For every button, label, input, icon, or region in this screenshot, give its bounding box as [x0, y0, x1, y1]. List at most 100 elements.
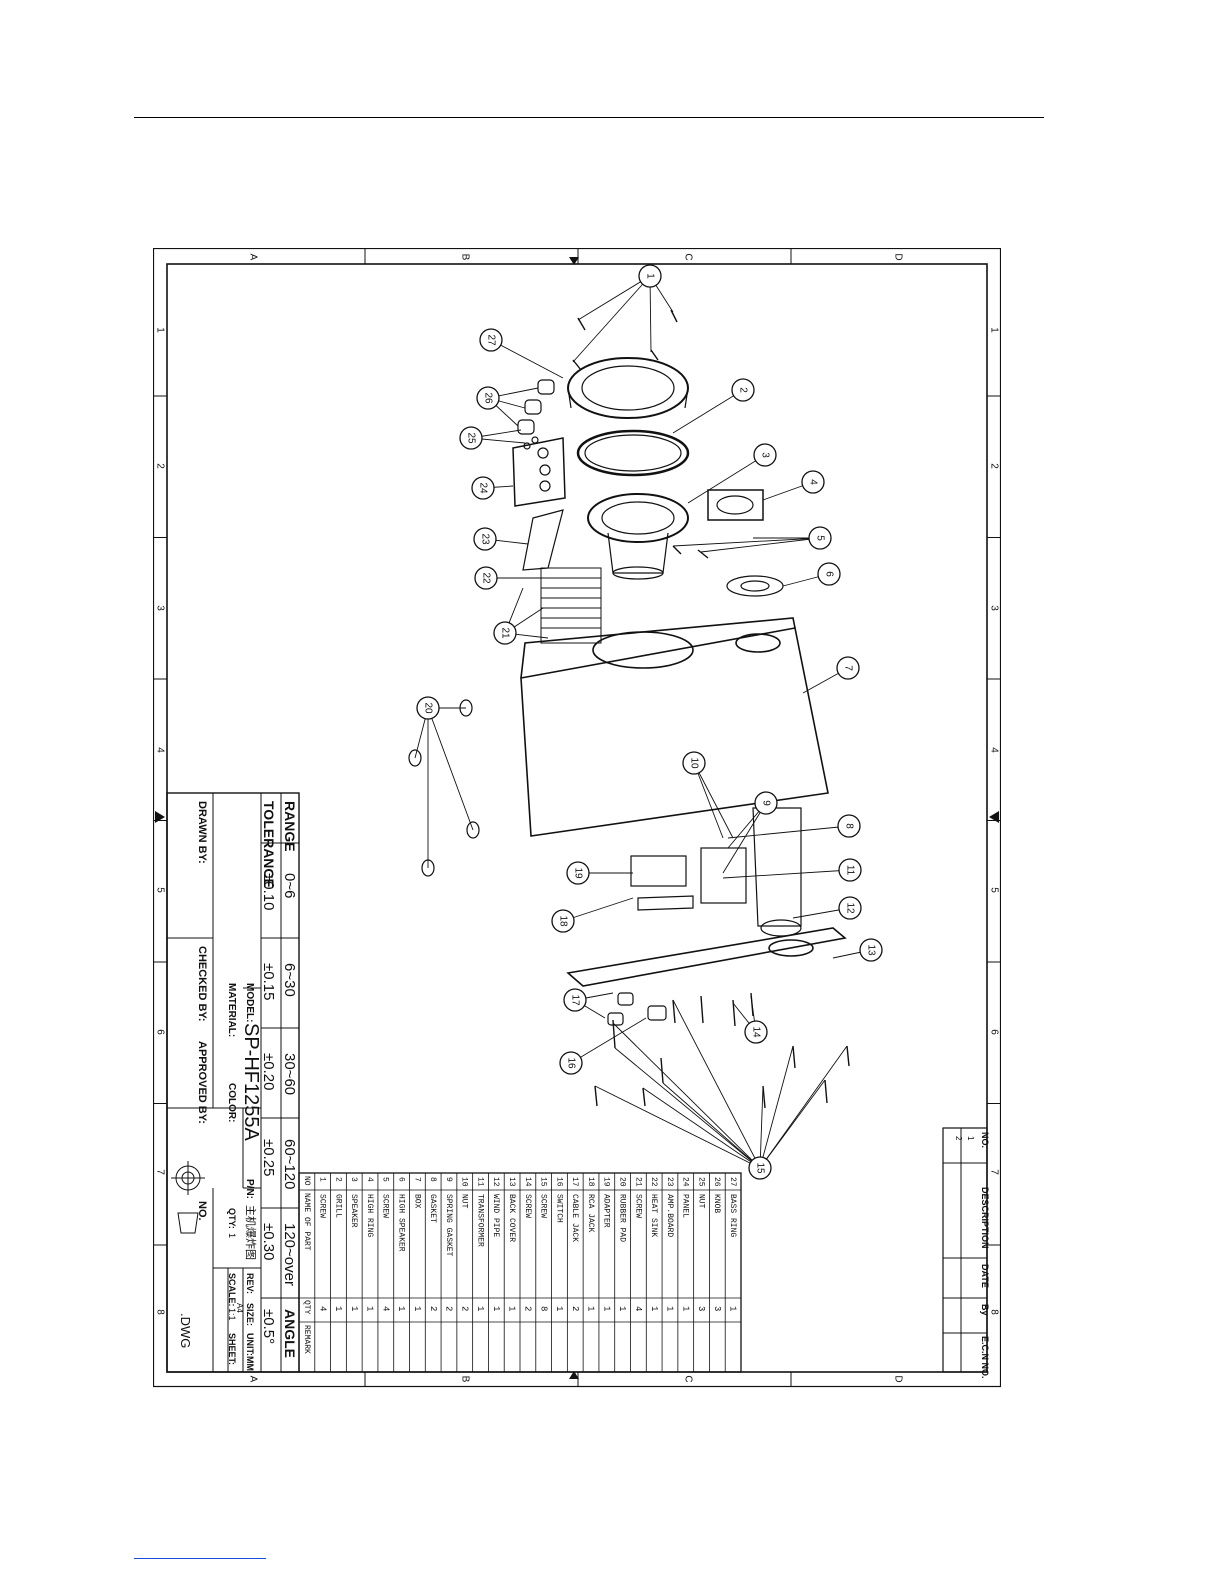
parts-row-qty: 3	[712, 1306, 722, 1311]
range-0: 0~6	[281, 873, 298, 898]
callout-number: 26	[482, 392, 493, 404]
panel-part	[512, 437, 566, 507]
heat-sink-part	[540, 567, 602, 644]
callout-number: 6	[823, 571, 834, 577]
callout-circle	[801, 470, 825, 494]
parts-row-name: SCREW	[539, 1194, 548, 1218]
parts-row-name: ADAPTER	[602, 1194, 611, 1228]
revision-block: NO. DESCRIPTION DATE By E.C.N NO. 1 2	[942, 1127, 990, 1379]
range-2: 30~60	[281, 1053, 298, 1095]
parts-row-qty: 4	[317, 1306, 327, 1311]
callout-number: 25	[465, 432, 476, 444]
callout-number: 20	[422, 702, 433, 714]
parts-row-no: 16	[554, 1177, 563, 1187]
page-header-rule	[134, 117, 1044, 118]
parts-row-qty: 1	[649, 1306, 659, 1311]
parts-row-name: HIGH RING	[365, 1194, 374, 1237]
callout-circle	[838, 896, 862, 920]
zone-number: 2	[154, 463, 165, 469]
callout-circle	[837, 814, 861, 838]
callout-circle	[731, 378, 755, 402]
tolerance-5: ±0.5°	[260, 1309, 277, 1344]
zone-letter: B	[459, 1376, 470, 1383]
callout-number: 11	[844, 865, 855, 876]
center-mark-bottom	[569, 1371, 579, 1379]
zone-number: 3	[988, 605, 999, 611]
bass-ring-part	[567, 357, 689, 419]
parts-row-name: GRILL	[333, 1194, 342, 1218]
outer-border	[153, 248, 1001, 1388]
callout-circle	[754, 791, 778, 815]
callout-number: 14	[750, 1026, 761, 1038]
size-value: A4	[235, 1303, 244, 1313]
parts-row-no: 15	[539, 1177, 548, 1187]
parts-row-no: 18	[586, 1177, 595, 1187]
callout-number: 2	[737, 387, 748, 393]
parts-row-qty: 2	[428, 1306, 438, 1311]
zone-number: 3	[154, 605, 165, 611]
rev-row-1: 1	[966, 1136, 975, 1141]
center-mark-top	[569, 257, 579, 265]
parts-row-qty: 2	[523, 1306, 533, 1311]
parts-row-qty: 1	[680, 1306, 690, 1311]
tolerance-2: ±0.20	[260, 1053, 277, 1090]
zone-number: 2	[988, 463, 999, 469]
parts-row-name: NUT	[460, 1194, 469, 1209]
callout-number: 22	[480, 572, 491, 584]
parts-row-name: KNOB	[712, 1194, 721, 1213]
parts-row-qty: 3	[696, 1306, 706, 1311]
parts-row-qty: 4	[633, 1306, 643, 1311]
scale-value: 1:1	[227, 1308, 237, 1321]
zone-letter: C	[682, 253, 693, 260]
rev-header-ecn: E.C.N NO.	[980, 1336, 990, 1379]
parts-row-name: CABLE JACK	[570, 1194, 579, 1242]
parts-row-qty: 1	[665, 1306, 675, 1311]
zone-number: 5	[988, 887, 999, 893]
parts-row-name: SPRING GASKET	[444, 1194, 453, 1257]
parts-row-qty: 1	[601, 1306, 611, 1311]
dwg-label: .DWG	[178, 1313, 193, 1348]
callout-circle	[493, 621, 517, 645]
callout-circle	[416, 696, 440, 720]
parts-row-no: 4	[365, 1177, 374, 1182]
parts-row-qty: 1	[617, 1306, 627, 1311]
leader-lines	[414, 275, 872, 1169]
parts-row-name: SCREW	[381, 1194, 390, 1218]
sheet-label: SHEET:	[227, 1333, 237, 1365]
parts-row-name: AMP.BOARD	[665, 1194, 674, 1237]
callout-number: 9	[760, 800, 771, 806]
screws-15	[594, 992, 850, 1109]
range-3: 60~120	[281, 1139, 298, 1189]
parts-row-qty: 1	[333, 1306, 343, 1311]
parts-row-no: 26	[712, 1177, 721, 1187]
parts-row-name: HEAT SINK	[649, 1194, 658, 1237]
tolerance-3: ±0.25	[260, 1139, 277, 1176]
center-mark-right	[989, 811, 999, 823]
callout-circle	[836, 656, 860, 680]
zone-letter: D	[892, 253, 903, 260]
callout-circle	[566, 861, 590, 885]
parts-row-name: SPEAKER	[349, 1194, 358, 1228]
parts-row-name: PANEL	[681, 1194, 690, 1218]
speaker-part	[587, 493, 689, 580]
callout-circle	[551, 909, 575, 933]
parts-row-name: TRANSFORMER	[475, 1194, 484, 1247]
color-label: COLOR:	[226, 1083, 237, 1122]
zone-number: 1	[154, 327, 165, 333]
rev-row-2: 2	[954, 1136, 963, 1141]
tolerance-4: ±0.30	[260, 1223, 277, 1260]
parts-row-name: SCREW	[318, 1194, 327, 1218]
pn-value: 主机爆炸图	[244, 1205, 258, 1260]
rubber-pads-part	[408, 699, 480, 877]
parts-row-qty: 1	[554, 1306, 564, 1311]
callout-circle	[471, 476, 495, 500]
parts-row-no: 10	[460, 1177, 469, 1187]
parts-row-no: 24	[681, 1177, 690, 1187]
checked-by-label: CHECKED BY:	[196, 946, 208, 1022]
callout-number: 27	[485, 334, 496, 346]
rev-header-date: DATE	[980, 1264, 990, 1288]
box-part	[520, 617, 829, 837]
parts-row-no: 14	[523, 1177, 532, 1187]
